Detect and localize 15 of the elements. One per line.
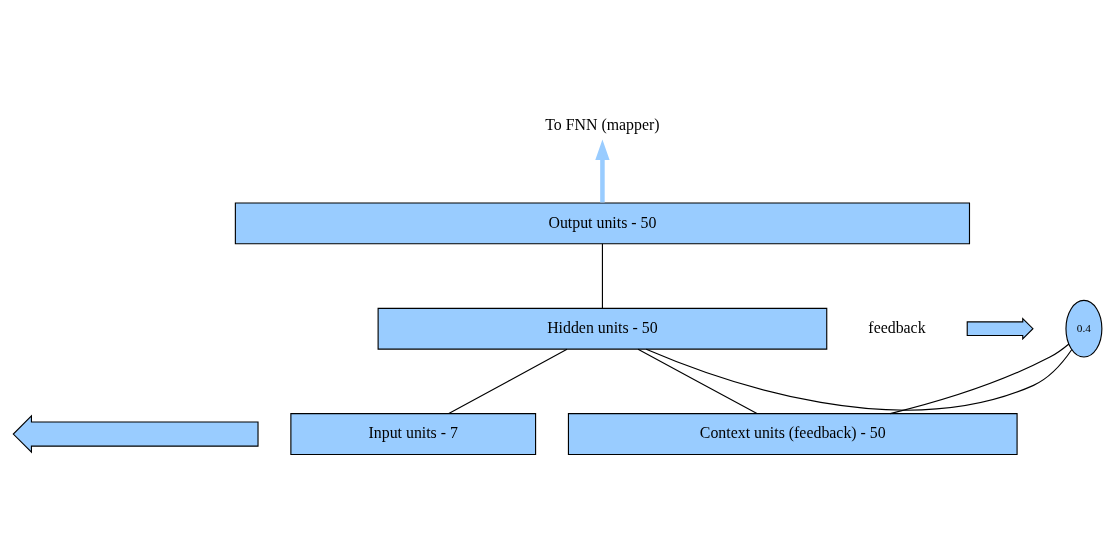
connector xyxy=(601,242,603,309)
node-ellipse: 0.4 xyxy=(1065,299,1103,358)
arrow xyxy=(595,139,610,202)
connector xyxy=(448,348,568,414)
label: feedback xyxy=(868,318,926,336)
connector xyxy=(645,348,1073,410)
node-box: Input units - 7 xyxy=(290,412,537,455)
connector xyxy=(889,342,1070,414)
node-text: To FNN (mapper) xyxy=(545,115,660,133)
connector xyxy=(637,348,758,414)
node-box: Output units - 50 xyxy=(234,201,971,244)
node-arrow xyxy=(12,414,259,454)
node-box: Hidden units - 50 xyxy=(377,307,828,350)
node-arrow xyxy=(966,316,1034,340)
node-box: Context units (feedback) - 50 xyxy=(567,412,1018,455)
